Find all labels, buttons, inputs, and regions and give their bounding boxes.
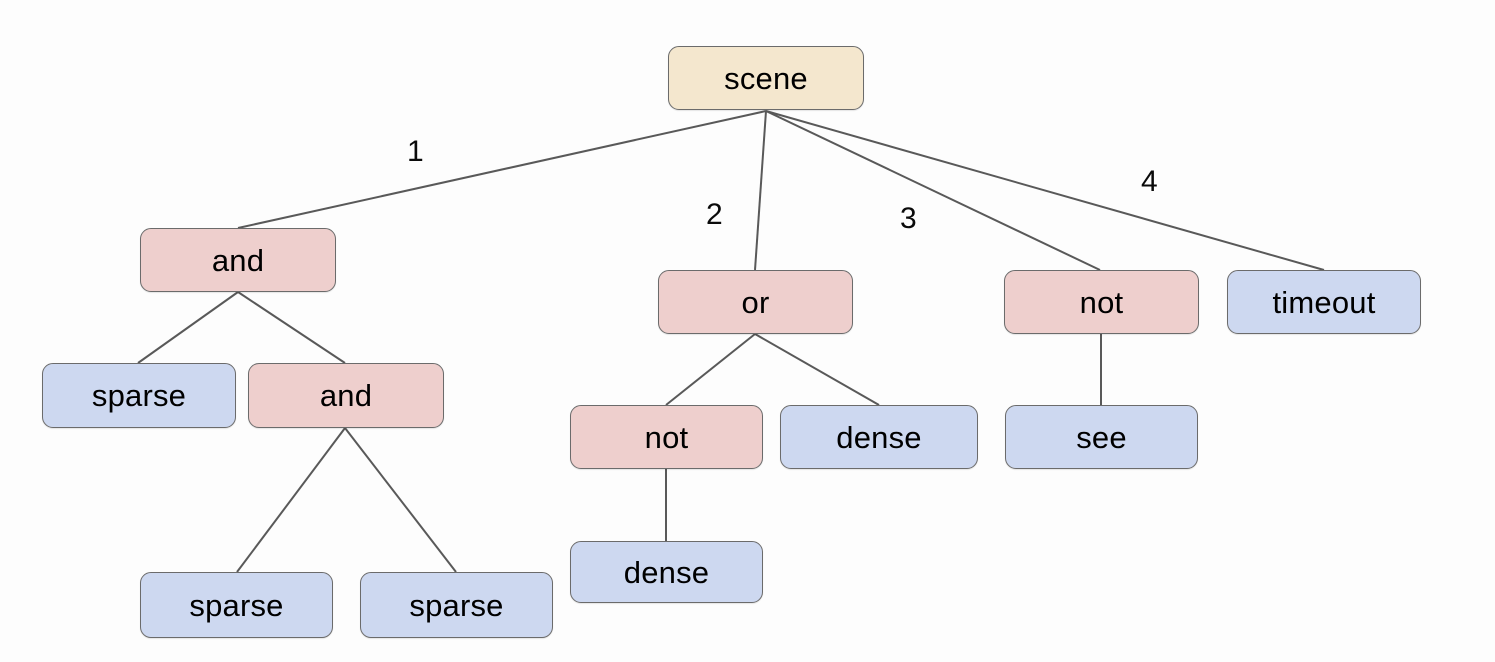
tree-node-label: sparse bbox=[409, 587, 504, 623]
edge-scene-to-and1 bbox=[237, 110, 767, 229]
tree-node-timeout1[interactable]: timeout bbox=[1227, 270, 1421, 334]
tree-node-label: dense bbox=[836, 419, 922, 455]
tree-node-label: not bbox=[644, 419, 689, 455]
tree-node-label: sparse bbox=[189, 587, 284, 623]
edge-or1-to-dense1 bbox=[754, 333, 880, 406]
tree-node-not1[interactable]: not bbox=[1004, 270, 1199, 334]
edge-scene-to-or1 bbox=[754, 110, 767, 271]
tree-node-sparse2[interactable]: sparse bbox=[140, 572, 333, 638]
edge-label-1: 1 bbox=[407, 135, 424, 168]
tree-node-or1[interactable]: or bbox=[658, 270, 853, 334]
tree-node-sparse3[interactable]: sparse bbox=[360, 572, 553, 638]
tree-node-scene[interactable]: scene bbox=[668, 46, 864, 110]
tree-node-and1[interactable]: and bbox=[140, 228, 336, 292]
tree-node-see1[interactable]: see bbox=[1005, 405, 1198, 469]
edge-and1-to-sparse1 bbox=[137, 291, 239, 364]
edge-scene-to-not1 bbox=[765, 110, 1101, 271]
tree-node-label: and bbox=[211, 242, 265, 278]
tree-node-label: sparse bbox=[91, 378, 187, 413]
tree-node-dense2[interactable]: dense bbox=[570, 541, 763, 603]
tree-node-label: timeout bbox=[1272, 284, 1376, 320]
tree-node-label: not bbox=[1079, 284, 1124, 320]
tree-node-label: dense bbox=[623, 554, 710, 590]
edge-label-4: 4 bbox=[1141, 165, 1158, 198]
edge-and2-to-sparse2 bbox=[236, 427, 346, 573]
tree-node-label: scene bbox=[724, 60, 808, 96]
tree-node-not2[interactable]: not bbox=[570, 405, 763, 469]
edge-label-2: 2 bbox=[706, 198, 723, 231]
edge-and2-to-sparse3 bbox=[344, 427, 457, 573]
edge-or1-to-not2 bbox=[665, 333, 756, 406]
edge-scene-to-timeout1 bbox=[765, 110, 1325, 271]
tree-node-label: or bbox=[741, 284, 770, 320]
tree-node-label: see bbox=[1076, 419, 1127, 455]
tree-node-and2[interactable]: and bbox=[248, 363, 444, 428]
tree-node-dense1[interactable]: dense bbox=[780, 405, 978, 469]
edge-label-3: 3 bbox=[900, 202, 917, 235]
tree-node-label: and bbox=[319, 378, 373, 413]
edge-and1-to-and2 bbox=[237, 291, 346, 364]
tree-node-sparse1[interactable]: sparse bbox=[42, 363, 236, 428]
